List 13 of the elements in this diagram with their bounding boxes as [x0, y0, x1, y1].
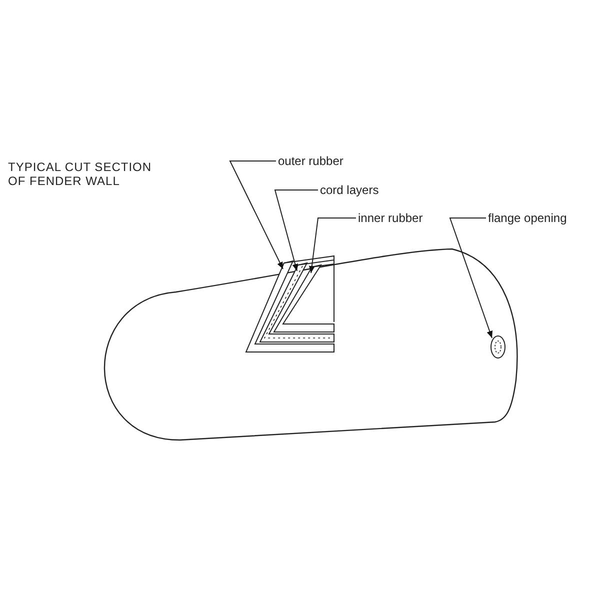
- leader-line: [308, 218, 356, 274]
- callout-label: inner rubber: [358, 211, 423, 225]
- wall-layer-band: [259, 262, 334, 342]
- flange-opening-ring: [490, 336, 506, 358]
- leader-line: [274, 190, 318, 272]
- leader-line: [229, 160, 284, 270]
- wall-layer-band: [273, 264, 334, 332]
- callout-label: cord layers: [320, 183, 379, 197]
- caption-text: TYPICAL CUT SECTION OF FENDER WALL: [8, 160, 153, 188]
- callout-label: flange opening: [488, 211, 567, 225]
- callout-label: outer rubber: [278, 154, 344, 168]
- wall-layer-band: [245, 260, 334, 352]
- leader-line: [449, 218, 493, 338]
